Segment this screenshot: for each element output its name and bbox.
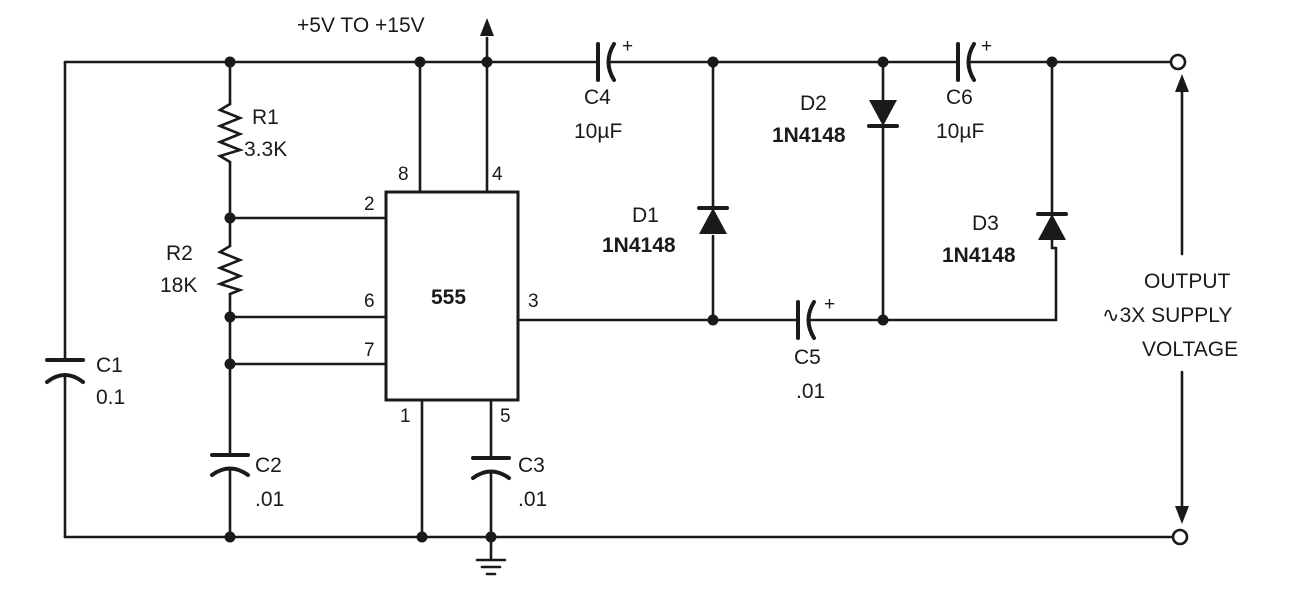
output-label-line3: VOLTAGE bbox=[1142, 338, 1238, 361]
pin-5-label: 5 bbox=[500, 406, 511, 427]
r1-resistor-icon bbox=[216, 102, 244, 164]
d1-diode-icon bbox=[699, 208, 727, 234]
output-arrow-up-icon bbox=[1175, 74, 1189, 92]
c4-value-label: 10µF bbox=[574, 120, 622, 143]
c2-ref-label: C2 bbox=[255, 454, 282, 477]
output-terminal-bottom bbox=[1171, 528, 1189, 546]
c4-polarity-mark: + bbox=[622, 36, 633, 57]
c5-right-wire bbox=[809, 246, 1058, 322]
pin-7-label: 7 bbox=[364, 340, 375, 361]
d2-ref-label: D2 bbox=[800, 92, 827, 115]
c3-plate-curved bbox=[471, 469, 511, 480]
c2-value-label: .01 bbox=[255, 488, 284, 511]
junction-dot bbox=[414, 56, 426, 68]
junction-dot bbox=[416, 531, 428, 543]
ground-icon bbox=[475, 558, 507, 576]
junction-dot bbox=[224, 358, 236, 370]
c3-ref-label: C3 bbox=[518, 454, 545, 477]
r1-ref-label: R1 bbox=[252, 106, 279, 129]
r2-resistor-icon bbox=[216, 244, 244, 296]
pin-1-label: 1 bbox=[400, 406, 411, 427]
d3-lead-bottom bbox=[1050, 238, 1058, 250]
r1-value-label: 3.3K bbox=[244, 138, 287, 161]
junction-dot bbox=[877, 56, 889, 68]
supply-arrow-icon bbox=[480, 18, 494, 36]
pin-8-label: 8 bbox=[398, 164, 409, 185]
junction-dot bbox=[877, 314, 889, 326]
output-arrow-down-icon bbox=[1175, 506, 1189, 524]
r2-value-label: 18K bbox=[160, 274, 197, 297]
junction-dot bbox=[1046, 56, 1058, 68]
pin-2-label: 2 bbox=[364, 194, 375, 215]
pin-6-label: 6 bbox=[364, 291, 375, 312]
junction-dot bbox=[224, 531, 236, 543]
junction-dots bbox=[224, 56, 1058, 543]
c2-plate-curved bbox=[210, 466, 250, 477]
pin-4-label: 4 bbox=[492, 164, 503, 185]
d3-ref-label: D3 bbox=[972, 212, 999, 235]
c5-plate-curved bbox=[806, 300, 816, 340]
d3-part-label: 1N4148 bbox=[942, 244, 1016, 267]
ic-name-label: 555 bbox=[431, 286, 466, 309]
output-label-line1: OUTPUT bbox=[1144, 270, 1231, 293]
junction-dot bbox=[485, 531, 497, 543]
output-terminal-top bbox=[1169, 53, 1187, 71]
c5-ref-label: C5 bbox=[794, 346, 821, 369]
c1-value-label: 0.1 bbox=[96, 386, 125, 409]
d1-part-label: 1N4148 bbox=[602, 234, 676, 257]
supply-voltage-label: +5V TO +15V bbox=[297, 14, 425, 37]
junction-dot bbox=[707, 314, 719, 326]
junction-dot bbox=[224, 311, 236, 323]
output-label-line2: ∿3X SUPPLY bbox=[1102, 304, 1232, 327]
d2-diode-icon bbox=[869, 100, 897, 126]
c4-ref-label: C4 bbox=[584, 86, 611, 109]
c1-ref-label: C1 bbox=[96, 354, 123, 377]
c6-ref-label: C6 bbox=[946, 86, 973, 109]
d3-diode-icon bbox=[1038, 214, 1066, 240]
ic-555-body bbox=[384, 190, 520, 402]
c3-value-label: .01 bbox=[518, 488, 547, 511]
d1-ref-label: D1 bbox=[632, 204, 659, 227]
d2-part-label: 1N4148 bbox=[772, 124, 846, 147]
c5-value-label: .01 bbox=[796, 380, 825, 403]
c6-plate-curved bbox=[966, 42, 976, 82]
c1-plate-curved bbox=[45, 373, 85, 384]
r2-ref-label: R2 bbox=[166, 242, 193, 265]
c6-value-label: 10µF bbox=[936, 120, 984, 143]
junction-dot bbox=[224, 212, 236, 224]
junction-dot bbox=[707, 56, 719, 68]
c4-plate-curved bbox=[606, 42, 616, 82]
c6-polarity-mark: + bbox=[981, 36, 992, 57]
wires bbox=[63, 36, 1184, 562]
pin-3-label: 3 bbox=[528, 291, 539, 312]
junction-dot bbox=[481, 56, 493, 68]
c5-polarity-mark: + bbox=[824, 294, 835, 315]
junction-dot bbox=[224, 56, 236, 68]
